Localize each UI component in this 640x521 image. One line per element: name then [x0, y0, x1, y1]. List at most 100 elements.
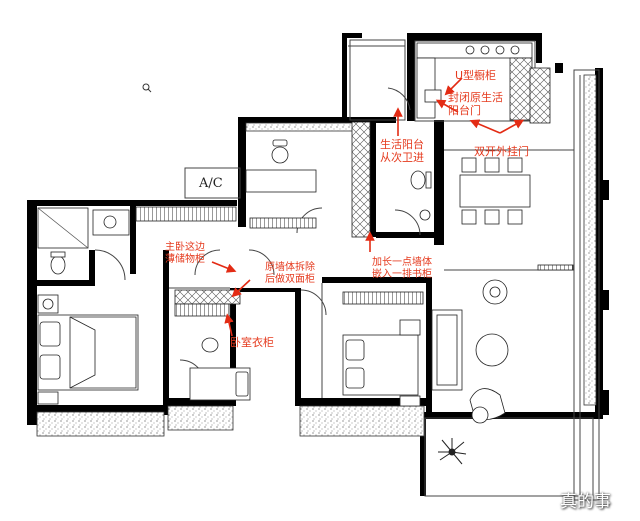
nightstand	[399, 395, 421, 407]
annotation-service-balcony: 生活阳台 从次卫进	[380, 138, 424, 164]
wall	[370, 117, 376, 237]
dining-chair	[461, 209, 477, 225]
sink	[419, 209, 431, 221]
dining-chair	[507, 209, 523, 225]
wall	[238, 117, 246, 227]
lamp	[42, 298, 54, 310]
wall	[322, 277, 432, 283]
wall	[407, 33, 542, 41]
wall	[163, 398, 235, 406]
stool	[471, 406, 489, 424]
stove-burner	[480, 45, 490, 55]
annotation-double-door: 双开外挂门	[474, 145, 529, 158]
kitchen-cabinet	[416, 42, 533, 59]
pillow	[39, 321, 61, 347]
wall	[420, 418, 426, 496]
cabinet	[135, 206, 237, 222]
sill	[36, 411, 165, 437]
toilet-tank	[425, 171, 432, 189]
annotation-arrows	[211, 77, 525, 337]
door-swing	[387, 87, 411, 111]
balcony-outline	[349, 39, 406, 121]
arrow	[469, 119, 501, 134]
watermark: 真的事	[560, 492, 611, 512]
magnifier-icon	[142, 83, 152, 93]
nightstand	[37, 391, 59, 405]
sill	[299, 405, 425, 437]
pillow	[235, 371, 249, 397]
nightstand	[399, 319, 421, 336]
dining-chair	[461, 157, 477, 173]
wall	[27, 200, 237, 206]
dining-chair	[507, 157, 523, 173]
door-swing	[248, 249, 275, 276]
tv-cabinet	[436, 314, 458, 386]
pillow	[345, 339, 365, 361]
toilet	[201, 337, 219, 353]
annotation-bedroom-wardrobe: 卧室衣柜	[230, 336, 274, 349]
door-swing	[300, 289, 327, 316]
annotation-master-storage: 主卧这边 薄储物柜	[165, 242, 205, 265]
wall	[27, 280, 89, 286]
wall	[599, 390, 609, 415]
ac-label: A/C	[199, 176, 223, 191]
stove-burner	[510, 45, 520, 55]
shelf	[537, 264, 574, 271]
wall	[295, 288, 301, 406]
arrow	[499, 119, 525, 134]
wall	[27, 200, 37, 425]
pillow	[345, 367, 365, 389]
sill	[167, 405, 234, 431]
annotation-remove-wall: 原墙体拆除 后做双面柜	[265, 262, 315, 285]
shelf	[529, 67, 551, 124]
sink	[103, 215, 117, 229]
wall	[230, 288, 301, 292]
chair-back	[272, 139, 288, 147]
balcony-rail	[573, 69, 600, 501]
wall	[27, 405, 168, 413]
arrow	[444, 77, 463, 96]
furniture	[37, 45, 531, 465]
sink	[424, 89, 442, 103]
wall	[89, 250, 95, 286]
door-swing	[94, 249, 126, 281]
wall	[163, 250, 169, 415]
sill	[245, 122, 371, 132]
wall	[238, 117, 370, 123]
toilet-tank	[50, 251, 66, 258]
door-swing	[194, 249, 221, 276]
wall	[342, 33, 362, 38]
bookcase	[351, 121, 371, 238]
wall	[599, 180, 609, 200]
round-table-inner	[489, 286, 501, 298]
wall	[342, 33, 347, 123]
double-cabinet	[174, 289, 241, 305]
toilet	[50, 255, 66, 275]
blanket	[69, 316, 137, 389]
blanket-fold	[69, 316, 96, 389]
sill	[583, 74, 597, 406]
pillow	[39, 354, 61, 380]
wall	[130, 206, 136, 274]
door-swing	[296, 207, 323, 234]
arrow	[435, 99, 459, 113]
chair	[271, 146, 289, 164]
plant	[438, 438, 467, 465]
wall	[599, 290, 609, 310]
arrow	[211, 261, 237, 273]
wall	[376, 232, 444, 238]
wall	[230, 288, 236, 406]
wardrobe	[174, 303, 231, 317]
annotation-extend-wall: 加长一点墙体 嵌入一排书柜	[372, 257, 432, 280]
wardrobe	[342, 291, 424, 305]
shower-line	[37, 207, 89, 249]
stove-burner	[495, 45, 505, 55]
kitchen-cabinet	[416, 57, 436, 119]
dining-chair	[484, 209, 500, 225]
window-sills	[36, 74, 597, 437]
door-swing	[394, 209, 421, 236]
wall	[295, 398, 426, 406]
dining-table	[459, 174, 531, 208]
wall	[407, 33, 415, 121]
